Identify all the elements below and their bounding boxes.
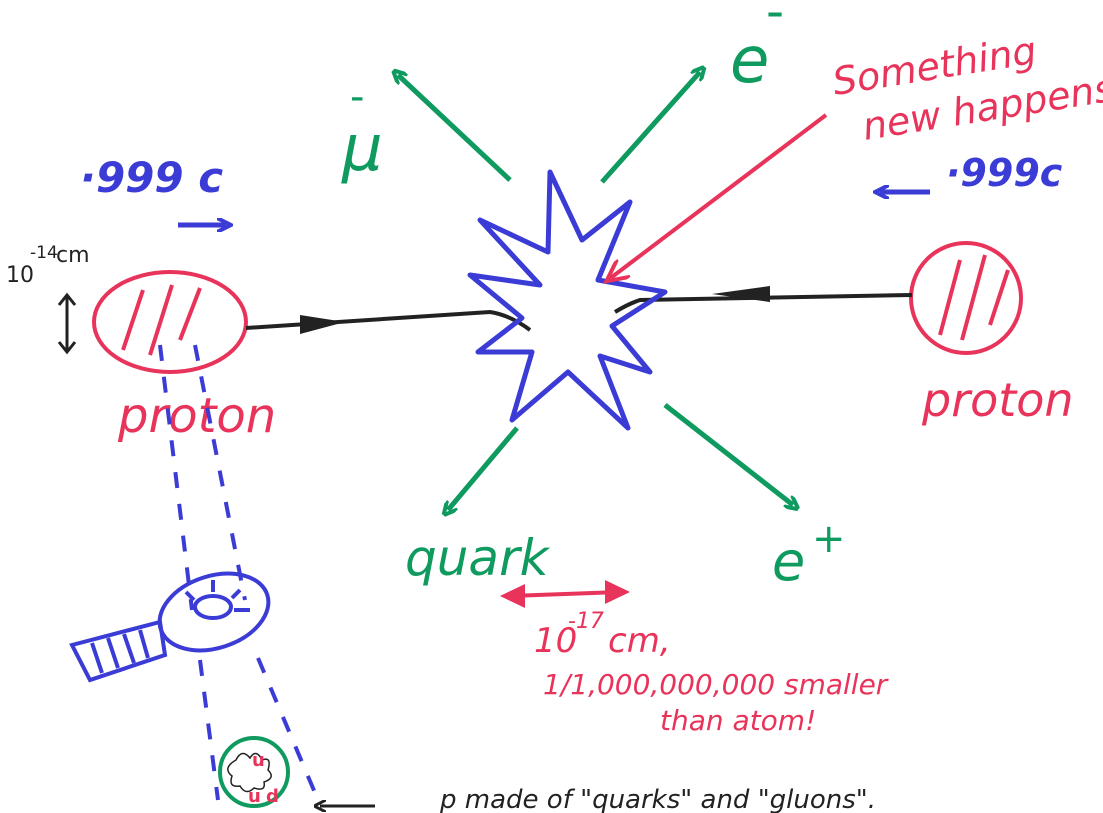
- size-double-arrow: [57, 292, 77, 355]
- collision-starburst: [467, 169, 668, 431]
- proton-interior: [218, 736, 290, 808]
- quark-track-arrow: [448, 426, 519, 510]
- proton-right-label: proton: [921, 373, 1074, 427]
- scale-label-exponent: -17: [568, 609, 604, 634]
- muon-bar: -: [350, 74, 364, 120]
- proton-left-label: proton: [117, 388, 276, 444]
- positron-label: e: [772, 530, 805, 593]
- zoom-lines: [158, 344, 320, 801]
- electron-track-arrow: [600, 72, 700, 184]
- electron-sign: -: [766, 0, 784, 40]
- magnifying-glass-icon: [69, 571, 271, 683]
- scale-double-arrow: [500, 580, 630, 608]
- scale-label-unit: cm,: [608, 621, 671, 661]
- speed-label-right: ·999c: [946, 151, 1063, 195]
- electron-label: e: [730, 24, 769, 98]
- muon-track-arrow: [398, 75, 512, 182]
- annotation-pointer-arrow: [608, 113, 828, 280]
- positron-track-arrow: [663, 403, 793, 505]
- bottom-note: p made of "quarks" and "gluons".: [439, 785, 876, 813]
- beam-line-right: [613, 286, 913, 314]
- proton-left: [92, 270, 248, 374]
- scale-comparison-line-2: than atom!: [660, 704, 816, 737]
- quark-label: quark: [405, 529, 551, 587]
- speed-label-left: ·999 c: [80, 153, 223, 202]
- scale-comparison-line-1: 1/1,000,000,000 smaller: [543, 668, 889, 701]
- muon-label: μ: [341, 112, 383, 186]
- scale-label-base: 10: [534, 621, 577, 661]
- quark-u-2: u: [248, 786, 261, 807]
- quark-d: d: [266, 786, 279, 807]
- quark-u-1: u: [252, 750, 265, 771]
- positron-sign: +: [812, 516, 846, 562]
- beam-line-left: [245, 309, 532, 334]
- proton-right: [909, 241, 1023, 355]
- size-label-exponent: -14: [30, 243, 58, 263]
- size-label-base: 10: [6, 263, 34, 288]
- size-label-unit: cm: [56, 243, 90, 268]
